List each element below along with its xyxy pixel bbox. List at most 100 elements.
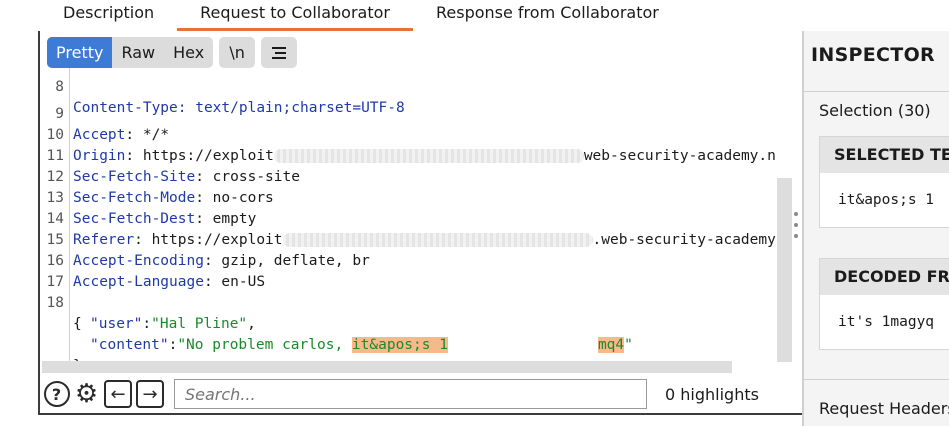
editor-line: 13 Sec-Fetch-Dest: empty <box>42 167 794 227</box>
horizontal-scrollbar[interactable] <box>42 361 732 373</box>
panel-border-left <box>38 31 40 414</box>
redacted-text <box>273 149 584 163</box>
settings-button[interactable]: ⚙ <box>71 380 100 409</box>
selected-text-header[interactable]: SELECTED TEXT <box>820 137 949 173</box>
view-toolbar: Pretty Raw Hex \n <box>47 37 298 68</box>
header-name: Referer <box>73 232 135 248</box>
editor-line: 11 Sec-Fetch-Site: cross-site <box>42 125 794 185</box>
show-newlines-button[interactable]: \n <box>219 37 256 68</box>
inspector-separator <box>804 91 949 92</box>
editor-line: 9 Accept: */* <box>42 83 794 143</box>
help-icon: ? <box>43 381 70 407</box>
editor-line: 18 { <box>42 272 794 332</box>
decoded-from-card: DECODED FROM it's 1magyq <box>819 258 949 350</box>
gutter-divider <box>69 68 70 362</box>
redacted-text <box>282 233 593 247</box>
line-number: 10 <box>46 127 64 143</box>
header-name: Sec-Fetch-Mode <box>73 190 196 206</box>
editor-line: "content":"No problem carlos, it&apos;s … <box>90 337 633 353</box>
line-number: 15 <box>46 232 64 248</box>
line-number: 12 <box>46 169 64 185</box>
header-name: Sec-Fetch-Dest <box>73 211 196 227</box>
header-name: Origin <box>73 148 126 164</box>
highlight-end: mq4 <box>597 337 625 353</box>
pane-splitter-handle[interactable] <box>794 212 798 238</box>
editor-line: "user":"Hal Pline", <box>90 316 256 332</box>
json-value-content-end: " <box>624 337 633 353</box>
editor-line: 17 <box>42 251 794 290</box>
line-text: Content-Type: text/plain;charset=UTF-8 <box>73 100 405 116</box>
inspector-separator <box>804 379 949 380</box>
line-number: 13 <box>46 190 64 206</box>
header-name: Accept-Language <box>73 274 204 290</box>
header-name: Sec-Fetch-Site <box>73 169 196 185</box>
tab-request-to-collaborator[interactable]: Request to Collaborator <box>177 0 413 31</box>
highlights-count: 0 highlights <box>665 384 759 404</box>
search-input[interactable] <box>185 384 646 404</box>
view-hex-button[interactable]: Hex <box>173 43 205 62</box>
header-value: en-US <box>212 274 266 290</box>
header-value: empty <box>203 211 257 227</box>
header-value: https://exploit <box>134 148 274 164</box>
request-editor[interactable]: 8 Content-Type: text/plain;charset=UTF-8… <box>42 68 794 362</box>
header-name: Accept <box>73 127 126 143</box>
inspector-panel: INSPECTOR Selection (30) SELECTED TEXT i… <box>804 31 949 426</box>
json-value-user: "Hal Pline" <box>151 316 248 332</box>
json-close-brace: } <box>73 356 82 362</box>
selected-text-card: SELECTED TEXT it&apos;s 1 <box>819 136 949 228</box>
help-button[interactable]: ? <box>42 380 71 409</box>
line-number: 14 <box>46 211 64 227</box>
menu-lines-icon <box>272 46 287 59</box>
vertical-scrollbar[interactable] <box>777 178 792 362</box>
decoded-value: it's 1magyq <box>838 314 935 330</box>
header-value: gzip, deflate, br <box>212 253 370 269</box>
search-field[interactable] <box>174 379 647 409</box>
editor-line: 16 Accept-Language: en-US <box>42 230 794 290</box>
view-mode-group: Pretty Raw Hex <box>47 37 214 68</box>
selected-text-highlight[interactable]: it&apos;s 1 mq4 <box>351 337 625 353</box>
json-key-content: "content" <box>90 337 169 353</box>
next-match-button[interactable]: → <box>136 380 164 408</box>
panel-border-bottom <box>38 413 802 415</box>
newline-label: \n <box>229 43 245 62</box>
json-open-brace: { <box>73 316 82 332</box>
header-name: Accept-Encoding <box>73 253 204 269</box>
decoded-from-header[interactable]: DECODED FROM <box>820 259 949 295</box>
search-bar: ? ⚙ ← → 0 highlights <box>42 377 782 411</box>
editor-line: 15 Accept-Encoding: gzip, deflate, br <box>42 209 794 269</box>
header-value: https://exploit <box>142 232 283 248</box>
line-number: 8 <box>55 79 64 95</box>
highlight-start: it&apos;s 1 <box>351 337 448 353</box>
redacted-text <box>447 337 598 353</box>
editor-line: 12 Sec-Fetch-Mode: no-cors <box>42 146 794 206</box>
header-value: no-cors <box>203 190 274 206</box>
inspector-divider[interactable] <box>802 31 804 426</box>
tab-response-from-collaborator[interactable]: Response from Collaborator <box>435 3 659 22</box>
tab-description[interactable]: Description <box>63 3 155 22</box>
line-number: 9 <box>55 106 64 122</box>
selected-text-value: it&apos;s 1 <box>838 192 935 208</box>
request-headers-section[interactable]: Request Headers <box>819 399 949 418</box>
line-number: 17 <box>46 274 64 290</box>
view-raw-button[interactable]: Raw <box>121 43 156 62</box>
header-value: cross-site <box>203 169 300 185</box>
view-pretty-button[interactable]: Pretty <box>47 37 113 68</box>
line-number: 11 <box>46 148 64 164</box>
editor-line: 14 Referer: https://exploit.web-security… <box>42 188 794 248</box>
selection-count[interactable]: Selection (30) <box>819 101 931 120</box>
header-value-end: .web-security-academy. <box>592 232 785 248</box>
gear-icon: ⚙ <box>74 379 99 409</box>
editor-menu-button[interactable] <box>261 37 298 68</box>
message-tabs: Description Request to Collaborator Resp… <box>40 0 802 31</box>
line-number: 18 <box>46 295 64 311</box>
previous-match-button[interactable]: ← <box>104 380 132 408</box>
arrow-left-icon: ← <box>110 383 126 405</box>
header-value-end: web-security-academy.n <box>583 148 776 164</box>
header-value: */* <box>134 127 170 143</box>
json-value-content: "No problem carlos, <box>177 337 352 353</box>
arrow-right-icon: → <box>142 383 158 405</box>
inspector-title: INSPECTOR <box>811 44 935 66</box>
editor-line: } <box>42 335 794 362</box>
json-key-user: "user" <box>90 316 143 332</box>
